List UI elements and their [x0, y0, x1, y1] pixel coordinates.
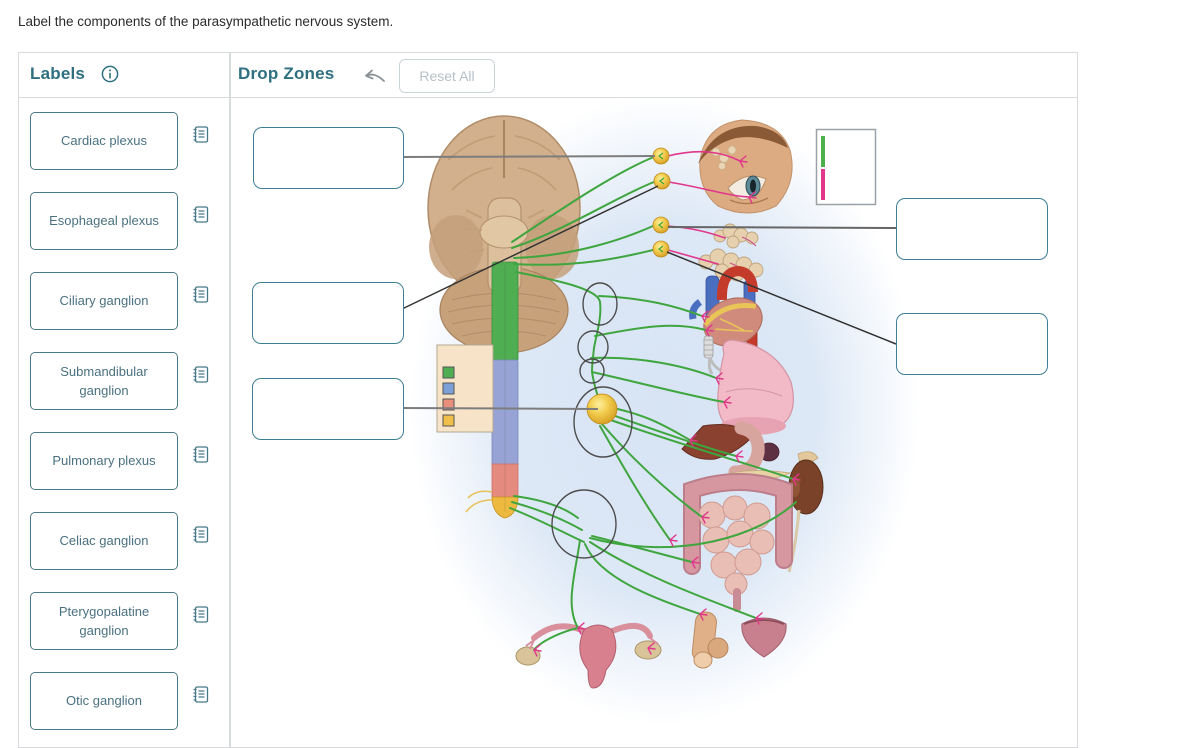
uterus-illustration — [515, 623, 662, 689]
liver-illustration — [681, 424, 751, 460]
note-list-icon[interactable] — [191, 365, 210, 384]
note-list-icon[interactable] — [191, 205, 210, 224]
info-icon[interactable] — [101, 65, 119, 83]
chip-label: Pterygopalatine ganglion — [58, 603, 150, 639]
intestines-illustration — [683, 473, 793, 612]
chip-label: Pulmonary plexus — [52, 453, 156, 469]
stomach-illustration — [728, 421, 765, 479]
label-chip-celiac-ganglion[interactable]: Celiac ganglion — [30, 512, 178, 570]
chip-label: Esophageal plexus — [49, 213, 159, 229]
spinal-cord-illustration — [465, 261, 519, 519]
label-chip-ciliary-ganglion[interactable]: Ciliary ganglion — [30, 272, 178, 330]
drop-zone-3[interactable] — [252, 378, 404, 440]
label-chip-otic-ganglion[interactable]: Otic ganglion — [30, 672, 178, 730]
chip-label: Otic ganglion — [66, 693, 142, 709]
drop-zone-1[interactable] — [253, 127, 404, 189]
chip-label: Celiac ganglion — [59, 533, 149, 549]
drop-zone-4[interactable] — [896, 198, 1048, 260]
note-list-icon[interactable] — [191, 285, 210, 304]
leader-lines — [401, 155, 897, 410]
label-chip-pterygopalatine-ganglion[interactable]: Pterygopalatine ganglion — [30, 592, 178, 650]
chip-label: Ciliary ganglion — [59, 293, 149, 309]
cord-segment-key — [436, 344, 494, 433]
chip-label: Cardiac plexus — [61, 133, 147, 149]
chip-label: Submandibular ganglion — [60, 363, 148, 399]
drop-zone-5[interactable] — [896, 313, 1048, 375]
label-chip-cardiac-plexus[interactable]: Cardiac plexus — [30, 112, 178, 170]
labels-header-divider — [19, 97, 229, 98]
note-list-icon[interactable] — [191, 125, 210, 144]
drop-zone-2[interactable] — [252, 282, 404, 344]
anatomy-diagram — [401, 98, 920, 725]
labels-title: Labels — [30, 64, 86, 83]
label-chip-pulmonary-plexus[interactable]: Pulmonary plexus — [30, 432, 178, 490]
drop-zones-title: Drop Zones — [238, 64, 335, 83]
plexus-circles — [551, 282, 633, 559]
note-list-icon[interactable] — [191, 685, 210, 704]
bladder-illustration — [741, 617, 787, 658]
eye-illustration — [698, 119, 793, 214]
label-chip-esophageal-plexus[interactable]: Esophageal plexus — [30, 192, 178, 250]
reset-all-button[interactable]: Reset All — [399, 59, 495, 93]
cranial-ganglia — [652, 147, 671, 258]
undo-arrow-icon[interactable] — [361, 66, 387, 86]
nerve-fibers-green — [509, 156, 797, 651]
note-list-icon[interactable] — [191, 445, 210, 464]
penis-illustration — [691, 611, 729, 669]
note-list-icon[interactable] — [191, 525, 210, 544]
label-chip-submandibular-ganglion[interactable]: Submandibular ganglion — [30, 352, 178, 410]
instruction-text: Label the components of the parasympathe… — [18, 14, 394, 29]
fiber-color-key — [815, 128, 877, 206]
note-list-icon[interactable] — [191, 605, 210, 624]
